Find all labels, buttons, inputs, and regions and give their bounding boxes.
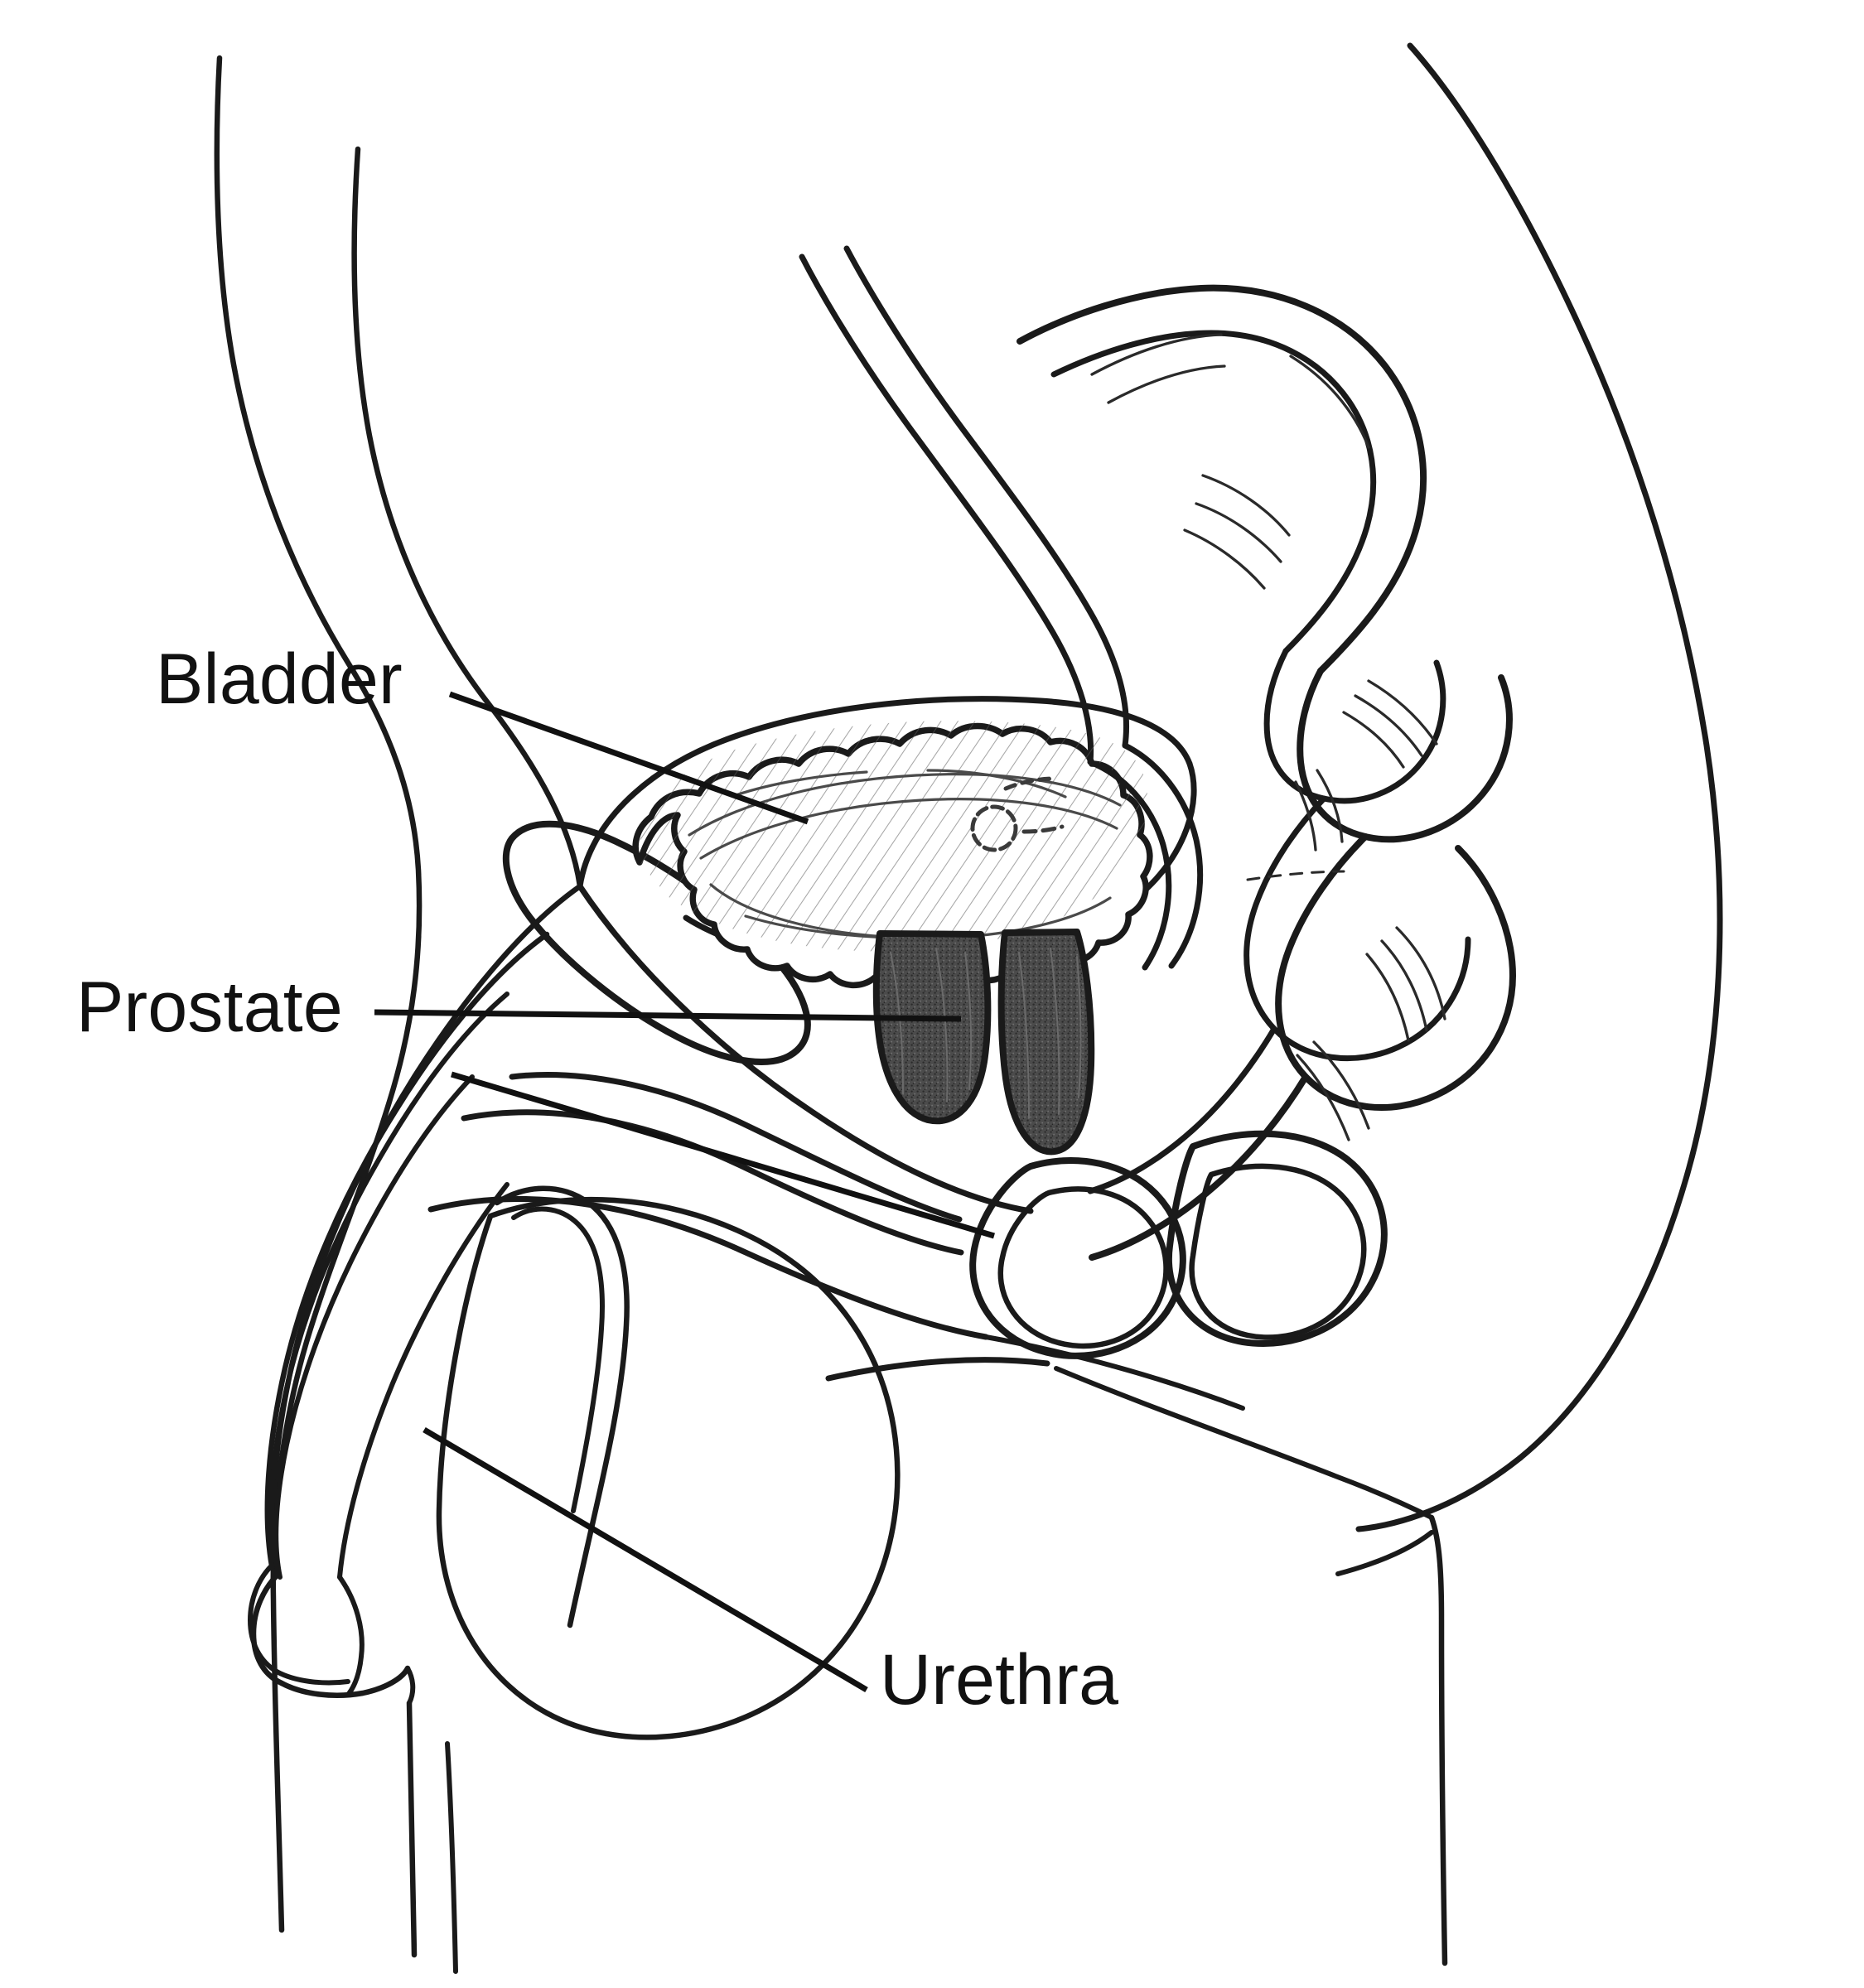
gluteal-fold: [1054, 1366, 1448, 1966]
anal-canal: [1165, 1130, 1388, 1347]
abdominal-wall-outer: [214, 55, 423, 1933]
abdominal-wall-inner: [351, 146, 583, 890]
leader-line-bladder: [448, 691, 809, 825]
thigh-left-contour: [445, 1741, 458, 1974]
prostate-lobe-anterior: [872, 930, 992, 1125]
leader-line-prostatic-urethra: [451, 1071, 995, 1239]
penis-shaft: [264, 883, 583, 1580]
label-urethra: Urethra: [880, 1640, 1119, 1720]
pelvic-floor-lines: [427, 883, 1050, 1382]
bulbourethral-gland-loop: [969, 1157, 1186, 1359]
label-bladder: Bladder: [156, 639, 403, 719]
rectum-and-sigmoid-colon: [1017, 284, 1516, 1261]
label-prostate: Prostate: [76, 967, 343, 1047]
leader-line-urethra: [423, 1426, 868, 1693]
ureteric-orifice: [970, 776, 1065, 852]
glans-penis: [248, 1563, 418, 1958]
leader-line-prostate: [374, 1009, 962, 1022]
buttock-contour: [1355, 42, 1723, 1532]
scrotum-and-testis: [436, 1185, 901, 1740]
prostate-lobe-posterior: [997, 929, 1095, 1156]
pubic-symphysis-bone: [502, 820, 811, 1065]
groin-contours: [983, 1334, 1245, 1411]
seminal-vesicle-loop: [1087, 742, 1204, 971]
urinary-bladder: [577, 696, 1197, 990]
vas-deferens-tube: [799, 245, 1129, 765]
